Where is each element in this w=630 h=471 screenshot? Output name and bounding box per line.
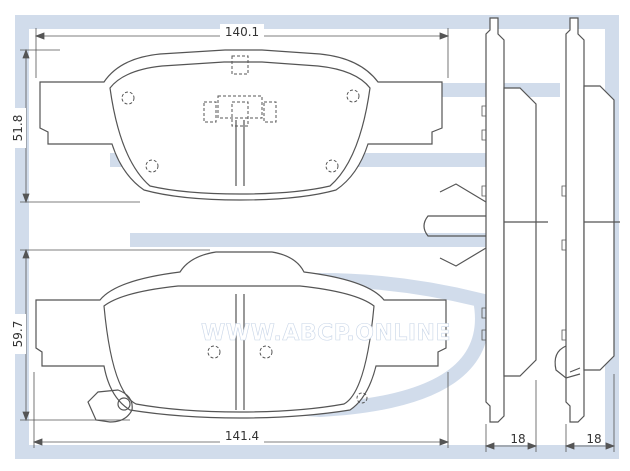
top-pad-slot <box>235 120 245 186</box>
top-pad-hole-3 <box>145 159 159 173</box>
watermark-text: WWW.ABCP.ONLINE <box>201 321 451 346</box>
dim-top-height-ext <box>20 49 140 203</box>
bottom-pad-hole-3 <box>356 392 368 404</box>
dim-bottom-height-arrows <box>22 248 30 422</box>
side-view-1-tabs <box>481 105 487 341</box>
dim-top-height-label: 51.8 <box>11 115 25 142</box>
side-view-1-backplate <box>485 17 505 423</box>
side-view-2-friction <box>583 85 615 371</box>
dim-bottom-width-label: 141.4 <box>225 429 259 443</box>
side-view-1 <box>423 17 548 423</box>
dim-side1-label: 18 <box>510 432 525 446</box>
dim-top-height-bg <box>10 108 26 148</box>
bottom-pad-wear-sensor <box>87 389 133 423</box>
side-view-1-friction <box>503 87 537 377</box>
top-pad-backplate <box>39 49 443 201</box>
dim-bottom-width-ext <box>33 372 449 448</box>
bottom-pad-hole-1 <box>207 345 221 359</box>
dim-top-width-arrows <box>34 32 450 40</box>
bottom-pad-sensor-hole <box>117 397 131 411</box>
bottom-pad-slot <box>235 294 245 410</box>
bottom-pad <box>35 251 447 423</box>
dim-bottom-height-ext <box>20 249 210 421</box>
side-view-2-tabs <box>561 185 567 341</box>
dim-bottom-height-label: 59.7 <box>11 321 25 348</box>
dim-side2-arrows <box>564 442 616 450</box>
side-view-2-sensor <box>554 345 581 379</box>
top-pad-clip <box>203 55 277 127</box>
dim-top-width-bg <box>220 24 264 40</box>
dim-side1-arrows <box>484 442 538 450</box>
side-view-2 <box>554 17 620 423</box>
top-pad <box>39 49 443 201</box>
dimension-lines <box>20 28 616 452</box>
dim-bottom-width-arrows <box>32 438 450 446</box>
dim-side2-ext <box>565 374 615 452</box>
top-pad-friction-outline <box>109 61 371 195</box>
dim-bottom-height-bg <box>10 314 26 354</box>
side-view-1-spring-clip <box>423 183 548 267</box>
side-view-2-backplate <box>565 17 585 423</box>
dim-side2-label: 18 <box>586 432 601 446</box>
bottom-pad-friction-outline <box>103 285 375 413</box>
top-pad-hole-2 <box>346 89 360 103</box>
dim-side1-ext <box>485 380 537 452</box>
top-pad-hole-4 <box>325 159 339 173</box>
dim-top-height-arrows <box>22 48 30 204</box>
top-pad-hole-1 <box>121 91 135 105</box>
dim-bottom-width-bg <box>220 428 264 444</box>
bottom-pad-hole-2 <box>259 345 273 359</box>
dim-top-width-label: 140.1 <box>225 25 259 39</box>
